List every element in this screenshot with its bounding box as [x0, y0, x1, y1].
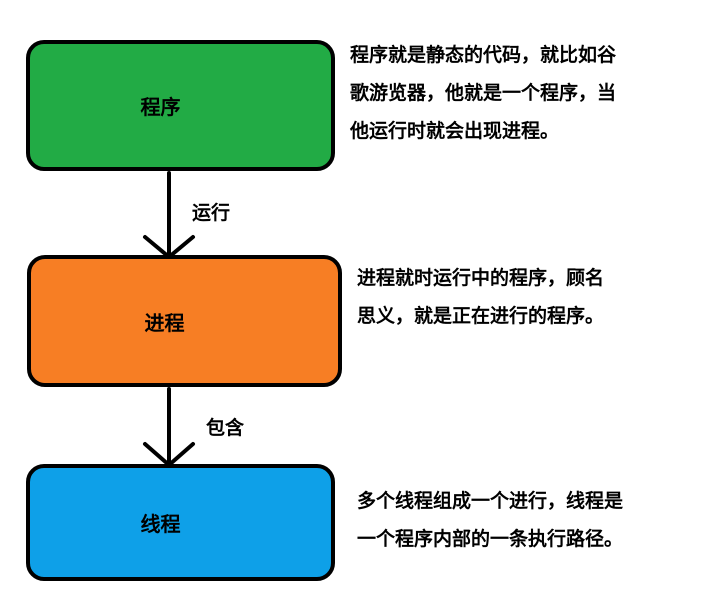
thread-label: 线程 — [140, 512, 181, 536]
process-description: 进程就时运行中的程序，顾名 思义，就是正在进行的程序。 — [357, 267, 605, 327]
thread-description: 多个线程组成一个进行，线程是 一个程序内部的一条执行路径。 — [357, 490, 624, 550]
program-node: 程序 — [26, 40, 335, 171]
thread-node: 线程 — [26, 464, 335, 581]
program-label: 程序 — [140, 95, 181, 119]
process-node: 进程 — [27, 255, 342, 387]
edge-label-contain: 包含 — [206, 417, 245, 439]
program-description: 程序就是静态的代码，就比如谷 歌游览器，他就是一个程序，当 他运行时就会出现进程… — [350, 44, 617, 142]
edge-label-run: 运行 — [192, 202, 231, 224]
process-label: 进程 — [144, 310, 185, 335]
